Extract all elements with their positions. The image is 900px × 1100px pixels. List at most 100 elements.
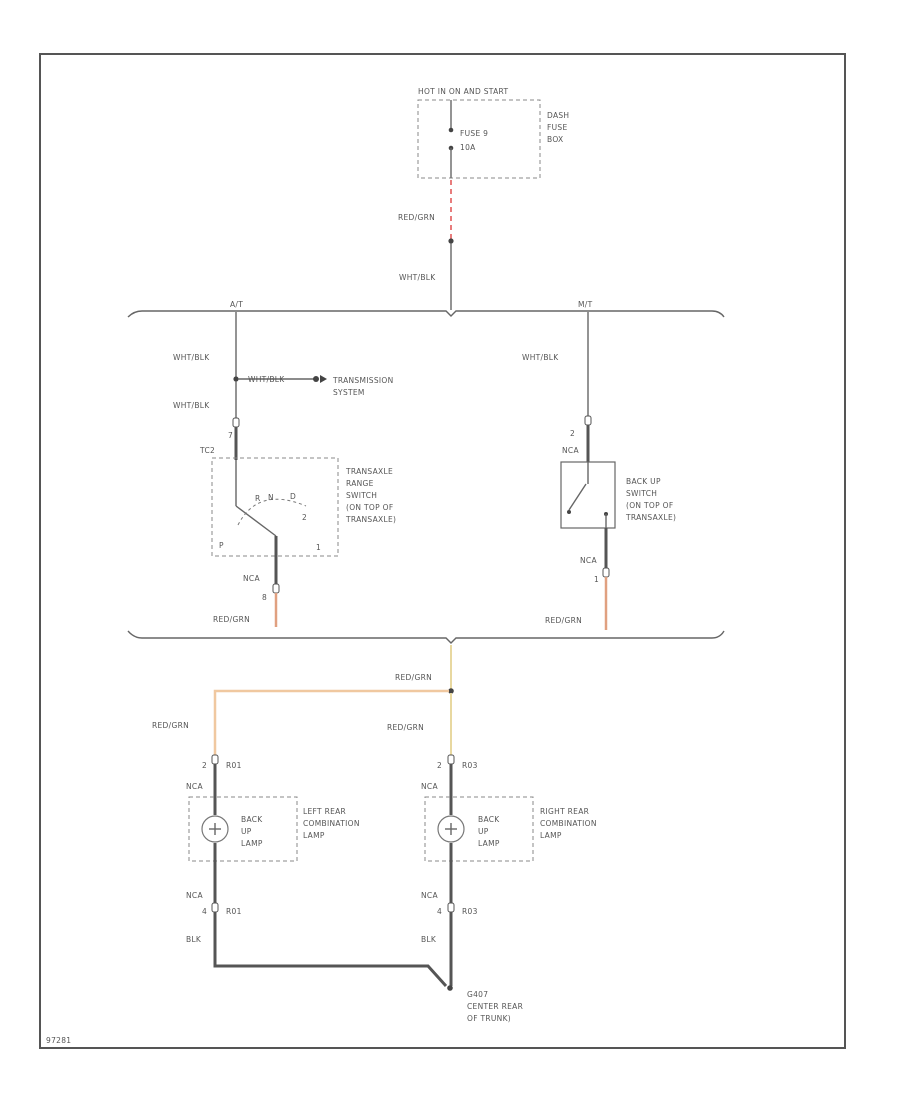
range-switch-label-1: TRANSAXLE	[345, 467, 393, 476]
left-red-grn-label: RED/GRN	[152, 721, 189, 730]
mt-pin-top-label: 2	[570, 429, 575, 438]
right-rear-bot-label: R03	[462, 907, 478, 916]
left-wire-blk-label: BLK	[186, 935, 202, 944]
left-assy-label-2: COMBINATION	[303, 819, 360, 828]
junction-dot	[448, 688, 454, 694]
right-wire-blk-label: BLK	[421, 935, 437, 944]
at-splice-dot	[233, 376, 239, 382]
at-wire-red-grn-label: RED/GRN	[213, 615, 250, 624]
back-up-switch-label-4: TRANSAXLE)	[625, 513, 676, 522]
back-up-switch-label-3: (ON TOP OF	[626, 501, 673, 510]
left-pin-top-label: 2	[202, 761, 207, 770]
left-lamp-label-2: UP	[241, 827, 252, 836]
at-wire-wht-blk-1-label: WHT/BLK	[173, 353, 210, 362]
range-switch-arc	[237, 498, 307, 526]
range-pos-p-label: P	[219, 541, 224, 550]
transmission-label-2: SYSTEM	[333, 388, 365, 397]
transmission-label-1: TRANSMISSION	[332, 376, 394, 385]
right-lamp-connector-top	[447, 754, 455, 765]
left-lamp-feed-wire	[213, 689, 449, 755]
ground-point-dot	[447, 985, 453, 991]
left-ground-wire	[213, 912, 448, 988]
mt-conn-bot-label: NCA	[580, 556, 597, 565]
range-pos-d-label: D	[290, 492, 296, 501]
upper-bracket	[127, 310, 725, 318]
fuse-rating-label: 10A	[460, 143, 476, 152]
at-pin-bot-label: 8	[262, 593, 267, 602]
right-pin-top-label: 2	[437, 761, 442, 770]
fuse-terminal-top	[448, 127, 454, 133]
right-red-grn-label: RED/GRN	[387, 723, 424, 732]
left-assy-label-3: LAMP	[303, 831, 325, 840]
range-pos-r-label: R	[255, 494, 261, 503]
mt-connector-top	[584, 415, 592, 426]
mt-connector-bottom	[602, 567, 610, 578]
right-assy-label-2: COMBINATION	[540, 819, 597, 828]
left-lamp-label-1: BACK	[241, 815, 263, 824]
right-assy-label-3: LAMP	[540, 831, 562, 840]
right-lamp-connector-bottom	[447, 902, 455, 913]
fuse-label: FUSE 9	[460, 129, 488, 138]
left-lamp-label-3: LAMP	[241, 839, 263, 848]
left-rear-top-label: R01	[226, 761, 242, 770]
range-switch-label-3: SWITCH	[346, 491, 377, 500]
diagram-frame	[39, 53, 846, 1049]
back-up-switch-label-2: SWITCH	[626, 489, 657, 498]
junction-red-grn-label: RED/GRN	[395, 673, 432, 682]
range-switch-contact	[235, 505, 277, 537]
at-conn-top-label: TC2	[199, 446, 215, 455]
top-connector-dot	[448, 238, 454, 244]
transmission-arrow-icon	[320, 375, 327, 383]
mt-conn-top-label: NCA	[562, 446, 579, 455]
left-conn-bot-label: NCA	[186, 891, 203, 900]
left-lamp-connector-bottom	[211, 902, 219, 913]
ground-label-3: OF TRUNK)	[467, 1014, 511, 1023]
power-source-label: HOT IN ON AND START	[418, 87, 508, 96]
back-up-switch-label-1: BACK UP	[626, 477, 661, 486]
back-up-switch-contact-left	[567, 510, 571, 514]
range-switch-label-4: (ON TOP OF	[346, 503, 393, 512]
fuse-box-label-2: FUSE	[547, 123, 568, 132]
range-switch-label-2: RANGE	[346, 479, 374, 488]
left-conn-top-label: NCA	[186, 782, 203, 791]
right-lamp-label-3: LAMP	[478, 839, 500, 848]
at-connector-top	[232, 417, 240, 428]
right-lamp-label-2: UP	[478, 827, 489, 836]
at-wire-wht-blk-2-label: WHT/BLK	[173, 401, 210, 410]
ground-label-2: CENTER REAR	[467, 1002, 523, 1011]
ground-label-1: G407	[467, 990, 488, 999]
range-pos-1-label: 1	[316, 543, 321, 552]
fuse-box-label-1: DASH	[547, 111, 569, 120]
right-rear-top-label: R03	[462, 761, 478, 770]
lower-bracket	[127, 630, 725, 644]
fuse-box-label-3: BOX	[547, 135, 563, 144]
at-pin-top-label: 7	[228, 431, 233, 440]
at-label: A/T	[230, 300, 243, 309]
back-up-switch-blade	[568, 483, 587, 511]
mt-wire-wht-blk-label: WHT/BLK	[522, 353, 559, 362]
right-conn-top-label: NCA	[421, 782, 438, 791]
right-lamp-label-1: BACK	[478, 815, 500, 824]
right-pin-bot-label: 4	[437, 907, 442, 916]
left-pin-bot-label: 4	[202, 907, 207, 916]
left-lamp-connector-top	[211, 754, 219, 765]
left-assy-label-1: LEFT REAR	[303, 807, 346, 816]
at-conn-bot-label: NCA	[243, 574, 260, 583]
mt-label: M/T	[578, 300, 593, 309]
mt-pin-bot-label: 1	[594, 575, 599, 584]
range-switch-label-5: TRANSAXLE)	[345, 515, 396, 524]
range-pos-n-label: N	[268, 493, 274, 502]
diagram-id-label: 97281	[46, 1036, 71, 1045]
mt-wire-red-grn-label: RED/GRN	[545, 616, 582, 625]
at-connector-bottom	[272, 583, 280, 594]
right-assy-label-1: RIGHT REAR	[540, 807, 589, 816]
dash-fuse-box	[417, 99, 541, 179]
wire-wht-blk-top-label: WHT/BLK	[399, 273, 436, 282]
left-rear-bot-label: R01	[226, 907, 242, 916]
at-jumper-label: WHT/BLK	[248, 375, 285, 384]
right-rear-combination-lamp-box	[424, 796, 534, 862]
range-pos-2-label: 2	[302, 513, 307, 522]
left-rear-combination-lamp-box	[188, 796, 298, 862]
right-back-up-lamp-icon	[437, 815, 465, 843]
